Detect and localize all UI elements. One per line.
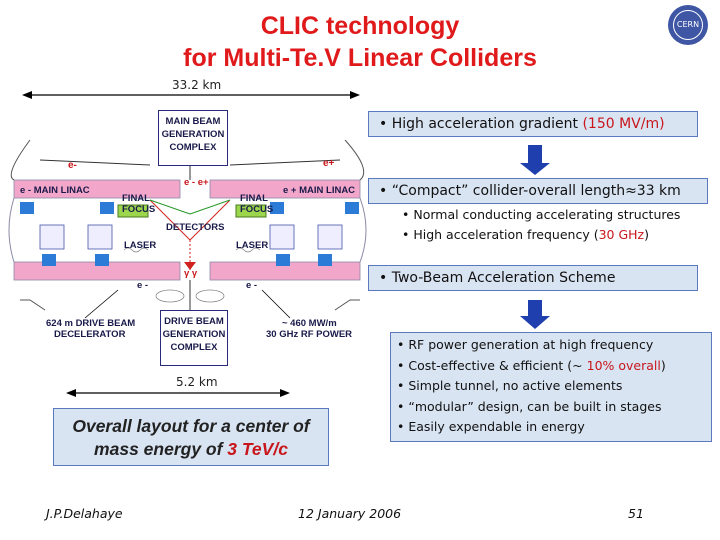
detail-item-4-text: “modular” design, can be built in stages (408, 398, 662, 414)
drive-decelerator-line2: DECELERATOR (54, 329, 126, 340)
final-focus-left-label: FINAL FOCUS (122, 193, 155, 215)
detail-item-2: • Cost-effective & efficient (~ 10% over… (397, 357, 666, 373)
e-plus-linac-label: e + MAIN LINAC (283, 185, 356, 196)
detail-item-2-val: 10% overall (586, 357, 661, 373)
drive-beam-loops (20, 280, 360, 319)
slide-title-line2: for Multi-Te.V Linear Colliders (183, 44, 537, 72)
layout-caption-box: Overall layout for a center of mass ener… (53, 408, 329, 466)
footer-page-number: 51 (628, 506, 644, 521)
main-beam-line1: MAIN BEAM (165, 116, 221, 127)
drive-beam-line3: COMPLEX (170, 342, 218, 353)
cern-logo-icon: CERN (668, 5, 708, 45)
caption-line2-pre: mass energy of (94, 439, 228, 459)
bullet-compact-sub1-text: Normal conducting accelerating structure… (413, 207, 681, 222)
detectors-label: DETECTORS (166, 222, 225, 233)
bottom-length-arrow (66, 389, 290, 397)
detail-item-2-pre: Cost-effective & efficient (~ (408, 357, 587, 373)
down-arrow-1-icon (520, 145, 550, 175)
drive-decelerator-label: 624 m DRIVE BEAM DECELERATOR (46, 318, 135, 340)
top-length-arrow (22, 91, 360, 99)
e-minus-linac-label: e - MAIN LINAC (20, 185, 90, 196)
detail-item-2-post: ) (660, 357, 666, 373)
final-focus-right-line2: FOCUS (240, 204, 274, 215)
cern-logo-text: CERN (673, 10, 703, 40)
e-minus-bottom-left-label: e - (137, 280, 149, 291)
bullet-compact-sub2: • High acceleration frequency (30 GHz) (402, 227, 650, 242)
drive-beam-line1: DRIVE BEAM (164, 316, 224, 327)
detail-item-5-text: Easily expendable in energy (408, 419, 585, 434)
top-length-label: 33.2 km (172, 78, 222, 92)
bullet-gradient-text: High acceleration gradient (391, 116, 579, 132)
slide-title-line1: CLIC technology (260, 12, 460, 40)
rf-power-line1: ~ 460 MW/m (282, 318, 337, 329)
laser-boxes (39, 224, 343, 253)
footer-date: 12 January 2006 (298, 506, 402, 521)
final-focus-right-box (235, 204, 267, 218)
bullet-compact-sub2-post: ) (644, 227, 650, 242)
detail-item-3-text: Simple tunnel, no active elements (408, 378, 623, 393)
caption-line2-val: 3 TeV/c (227, 439, 288, 459)
bullet-compact-text: “Compact” collider-overall length≈33 km (391, 183, 681, 199)
final-focus-left-line1: FINAL (122, 193, 150, 204)
rf-power-line2: 30 GHz RF POWER (266, 329, 353, 340)
detector-area (149, 199, 231, 270)
drive-beam-complex-box: DRIVE BEAM GENERATION COMPLEX (160, 310, 228, 366)
bullet-gradient-box: • High acceleration gradient (150 MV/m) (368, 111, 698, 137)
bullet-compact-sub2-val: 30 GHz (598, 227, 645, 242)
bullet-compact-sub1: • Normal conducting accelerating structu… (402, 207, 681, 222)
gamma-gamma-label: γ γ (184, 268, 198, 279)
down-arrow-2-icon (520, 300, 550, 329)
bullet-compact-box: • “Compact” collider-overall length≈33 k… (368, 178, 708, 204)
bullet-twobeam-box: • Two-Beam Acceleration Scheme (368, 265, 698, 291)
drive-decelerator-line1: 624 m DRIVE BEAM (46, 318, 136, 329)
e-minus-bottom-right-label: e - (246, 280, 258, 291)
main-beam-complex-box: MAIN BEAM GENERATION COMPLEX (158, 110, 228, 166)
klystron-squares-lower (42, 254, 332, 266)
klystron-squares-upper (20, 202, 359, 214)
bottom-length-label: 5.2 km (176, 375, 218, 389)
detail-item-3: • Simple tunnel, no active elements (397, 378, 623, 393)
bullet-compact-sub2-pre: High acceleration frequency ( (413, 227, 599, 242)
e-plus-top-label: e+ (323, 158, 335, 169)
laser-left-label: LASER (124, 240, 157, 251)
bullet-gradient-value: (150 MV/m) (582, 116, 665, 132)
main-linac-pipes (8, 139, 367, 281)
drive-beam-line2: GENERATION (162, 329, 226, 340)
detail-item-4: • “modular” design, can be built in stag… (397, 398, 662, 414)
bullet-twobeam-text: Two-Beam Acceleration Scheme (391, 270, 616, 286)
detail-item-1-text: RF power generation at high frequency (408, 337, 654, 352)
detail-item-5: • Easily expendable in energy (397, 419, 585, 434)
final-focus-right-line1: FINAL (240, 193, 268, 204)
main-beam-line3: COMPLEX (169, 142, 217, 153)
final-focus-left-line2: FOCUS (122, 204, 156, 215)
caption-line1: Overall layout for a center of (72, 416, 310, 436)
detail-item-1: • RF power generation at high frequency (397, 337, 654, 352)
final-focus-left-box (117, 204, 149, 218)
main-beam-line2: GENERATION (161, 129, 225, 140)
twobeam-details-box: • RF power generation at high frequency … (390, 332, 712, 442)
caption-line2: mass energy of 3 TeV/c (54, 438, 328, 461)
e-minus-top-label: e- (68, 160, 77, 171)
rf-power-label: ~ 460 MW/m 30 GHz RF POWER (266, 318, 352, 340)
final-focus-right-label: FINAL FOCUS (240, 193, 273, 215)
footer-author: J.P.Delahaye (46, 506, 123, 521)
laser-right-label: LASER (236, 240, 269, 251)
e-minus-e-plus-label: e - e+ (184, 177, 209, 188)
